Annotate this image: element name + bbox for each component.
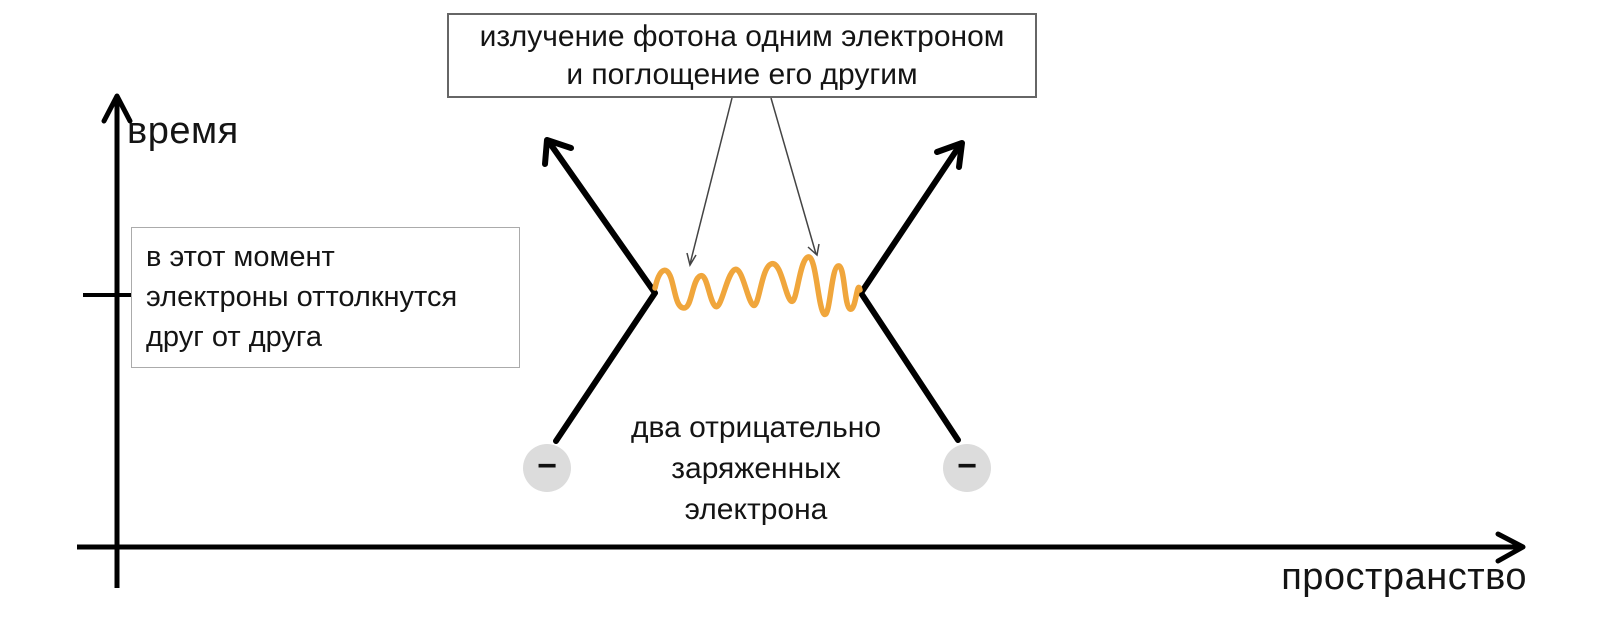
right-electron-worldline [858, 142, 963, 443]
left-worldline-arrow-icon [542, 137, 574, 167]
electrons-caption-line1: два отрицательно [630, 411, 882, 444]
electrons-caption: два отрицательно заряженных электрона [596, 407, 916, 530]
right-electron-charge-sign: − [957, 446, 977, 485]
moment-annotation-line2: электроны оттолкнутся [146, 281, 458, 313]
right-electron-marker: − [943, 444, 991, 492]
left-electron-worldline [546, 139, 658, 444]
photon-annotation-line2: и поглощение его другим [566, 58, 918, 91]
leader-line-right [770, 97, 817, 255]
leader-line-right-arrow-icon [807, 243, 820, 257]
time-axis-label: время [127, 110, 239, 152]
moment-annotation-line1: в этот момент [146, 241, 335, 273]
electrons-caption-line3: электрона [684, 493, 828, 526]
time-axis-arrow-icon [101, 93, 133, 124]
right-worldline-arrow-icon [934, 140, 965, 170]
moment-annotation-line3: друг от друга [146, 321, 322, 353]
photon-annotation-line1: излучение фотона одним электроном [479, 20, 1005, 53]
photon-wavy-line [652, 254, 863, 317]
leader-line-left-arrow-icon [686, 252, 697, 267]
left-electron-marker: − [523, 444, 571, 492]
electrons-caption-line2: заряженных [671, 452, 841, 485]
left-electron-charge-sign: − [537, 446, 557, 485]
leader-line-left [689, 97, 733, 265]
space-axis-arrow-icon [1495, 531, 1526, 564]
space-axis-label: пространство [1281, 556, 1527, 598]
moment-annotation-box: в этот момент электроны оттолкнутся друг… [131, 227, 520, 368]
photon-annotation-box: излучение фотона одним электроном и погл… [447, 13, 1037, 98]
